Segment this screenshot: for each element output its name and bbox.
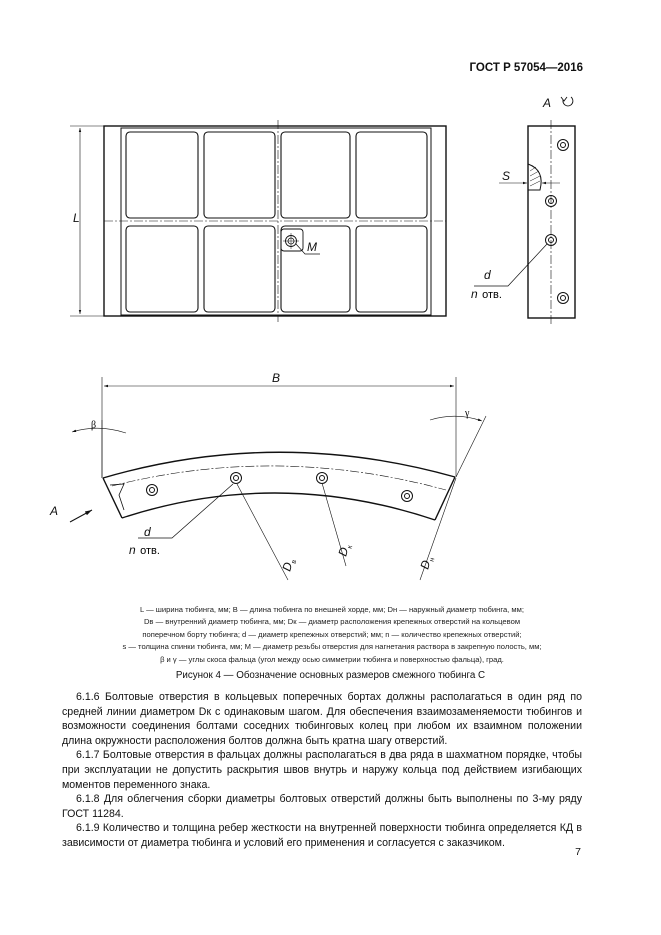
label-n-otv-arc: n отв.: [129, 541, 160, 558]
dim-label-S: S: [502, 169, 510, 183]
dim-label-Dk: D к: [335, 544, 355, 558]
paragraph-6-1-9: 6.1.9 Количество и толщина ребер жесткос…: [62, 822, 582, 849]
svg-text:D: D: [417, 558, 433, 571]
technical-drawing: L M A S d n отв.: [49, 96, 576, 581]
dim-label-L: L: [73, 211, 80, 225]
side-view: [474, 96, 576, 325]
svg-text:к: к: [347, 544, 355, 550]
page-number: 7: [575, 846, 581, 858]
view-label-A: A: [542, 96, 551, 110]
dim-label-B: B: [272, 371, 280, 385]
svg-text:D: D: [335, 545, 351, 558]
paragraph-6-1-7: 6.1.7 Болтовые отверстия в фальцах должн…: [62, 749, 582, 791]
standard-header: ГОСТ Р 57054—2016: [469, 62, 583, 74]
svg-text:в: в: [291, 559, 299, 565]
legend-line: поперечном борту тюбинга; d — диаметр кр…: [142, 629, 522, 639]
legend-line: L — ширина тюбинга, мм; B — длина тюбинг…: [140, 605, 524, 614]
view-label-A-arrow: A: [49, 504, 58, 518]
dim-label-M: M: [307, 240, 317, 254]
legend-line: Dв — внутренний диаметр тюбинга, мм; Dк …: [143, 617, 521, 627]
label-d-arc: d: [144, 525, 151, 539]
dim-label-Dn: D н: [417, 557, 437, 571]
dim-label-Dv: D в: [279, 559, 299, 573]
legend-line: β и γ — углы скоса фальца (угол между ос…: [160, 654, 504, 664]
paragraph-6-1-6: 6.1.6 Болтовые отверстия в кольцевых поп…: [62, 691, 582, 747]
front-view: [70, 120, 447, 322]
svg-text:D: D: [279, 560, 295, 573]
figure-legend: L — ширина тюбинга, мм; B — длина тюбинг…: [62, 604, 602, 666]
label-n-otv-side: n отв.: [471, 285, 502, 302]
label-d-side: d: [484, 268, 491, 282]
arc-view: [69, 377, 487, 581]
body-text: 6.1.6 Болтовые отверстия в кольцевых поп…: [62, 690, 582, 851]
legend-line: s — толщина спинки тюбинга, мм; M — диам…: [122, 642, 542, 652]
svg-text:н: н: [429, 557, 437, 563]
angle-beta: β: [91, 420, 96, 431]
paragraph-6-1-8: 6.1.8 Для облегчения сборки диаметры бол…: [62, 793, 582, 820]
figure-caption: Рисунок 4 — Обозначение основных размеро…: [175, 670, 486, 681]
angle-gamma: γ: [464, 408, 470, 419]
